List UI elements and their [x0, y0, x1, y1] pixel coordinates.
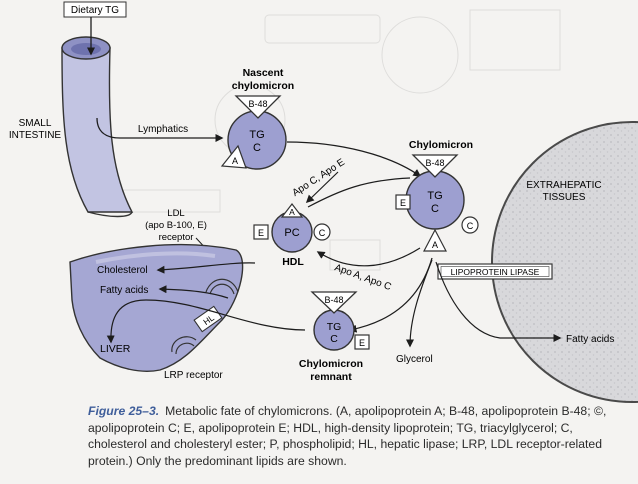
glycerol-label: Glycerol: [396, 354, 433, 365]
hdl-label: HDL: [282, 256, 304, 268]
hdl-core-pc: PC: [284, 227, 299, 239]
remnant-label-line1: Chylomicron: [299, 358, 363, 370]
figure-caption: Figure 25–3.Metabolic fate of chylomicro…: [88, 403, 633, 469]
nascent-chylomicron: Nascent chylomicron B-48 TG C A: [220, 67, 294, 170]
apo-ce-arrow: [305, 171, 339, 204]
remnant-label-line2: remnant: [310, 371, 352, 383]
ldl-receptor-line2: (apo B-100, E): [145, 220, 207, 231]
nascent-apo-a: A: [232, 156, 238, 166]
nascent-label-line2: chylomicron: [232, 80, 294, 92]
chylomicron-label: Chylomicron: [409, 139, 473, 151]
hdl-particle: A PC E C HDL: [253, 203, 331, 268]
remnant-b48: B-48: [324, 295, 343, 305]
remnant-apo-e: E: [359, 338, 365, 348]
small-intestine-label-line1: SMALL: [19, 118, 52, 129]
nascent-to-chylomicron-arrow: [286, 141, 422, 177]
to-fatty-acids-arrow: [158, 285, 229, 299]
apo-ac-arrow: [316, 247, 421, 267]
chylomicron-apo-c: C: [467, 221, 474, 231]
small-intestine: SMALL INTESTINE: [9, 36, 134, 218]
lrp-receptor-label: LRP receptor: [164, 370, 223, 381]
fatty-acids-out-label: Fatty acids: [566, 334, 614, 345]
nascent-core-c: C: [253, 142, 261, 154]
apo-ce-transfer-line: [307, 177, 411, 208]
liver-label: LIVER: [100, 343, 131, 355]
cholesterol-label: Cholesterol: [97, 265, 148, 276]
small-intestine-label-line2: INTESTINE: [9, 130, 62, 141]
figure-number: Figure 25–3.: [88, 404, 160, 418]
ldl-receptor-line1: LDL: [167, 208, 184, 219]
remnant-core-c: C: [330, 333, 338, 345]
lipoprotein-lipase: LIPOPROTEIN LIPASE: [437, 263, 553, 280]
chylomicron-core-tg: TG: [427, 190, 442, 202]
glycerol-arrow: [406, 259, 433, 348]
apo-ac-label: Apo A, Apo C: [333, 262, 393, 293]
chylomicron-b48: B-48: [425, 158, 444, 168]
chylomicron-apo-a: A: [432, 240, 438, 250]
ldl-to-cholesterol-arrow: [156, 262, 256, 274]
lymphatics-path: Lymphatics: [96, 117, 224, 142]
chylomicron-apo-e: E: [400, 198, 406, 208]
hdl-apo-c: C: [319, 228, 326, 238]
chylomicron: Chylomicron B-48 TG C E C A: [395, 139, 479, 252]
dietary-tg: Dietary TG: [63, 1, 127, 56]
extrahepatic-tissues: EXTRAHEPATIC TISSUES: [491, 121, 638, 403]
nascent-label-line1: Nascent: [243, 67, 284, 79]
remnant-to-liver-arrow: [106, 299, 306, 344]
extrahepatic-label-line1: EXTRAHEPATIC: [526, 180, 601, 191]
nascent-core-tg: TG: [249, 129, 264, 141]
chylomicron-core-c: C: [431, 203, 439, 215]
ldl-receptor-line3: receptor: [159, 232, 194, 243]
hdl-apo-e: E: [258, 228, 264, 238]
dietary-tg-label: Dietary TG: [71, 5, 119, 16]
lipoprotein-lipase-label: LIPOPROTEIN LIPASE: [451, 267, 540, 277]
caption-text: Metabolic fate of chylomicrons. (A, apol…: [88, 404, 607, 468]
liver-fatty-acids-label: Fatty acids: [100, 285, 148, 296]
nascent-b48: B-48: [248, 99, 267, 109]
liver: HL Cholesterol Fatty acids LIVER: [69, 243, 244, 372]
lymphatics-label: Lymphatics: [138, 124, 188, 135]
remnant-core-tg: TG: [327, 321, 342, 333]
fatty-acids-out-arrow: [435, 261, 562, 342]
hdl-apo-a: A: [289, 207, 295, 217]
chylomicron-remnant: B-48 TG C E Chylomicron remnant: [299, 291, 370, 383]
extrahepatic-label-line2: TISSUES: [543, 192, 586, 203]
